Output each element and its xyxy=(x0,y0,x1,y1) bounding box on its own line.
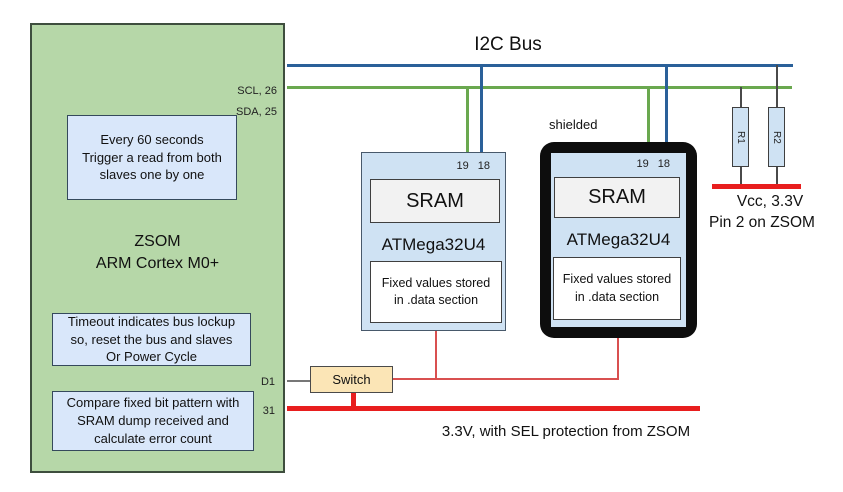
pin-31-label: 31 xyxy=(262,405,275,417)
zsom-note-timeout: Timeout indicates bus lockup so, reset t… xyxy=(52,313,251,366)
sda-bus-line xyxy=(287,86,792,89)
zsom-note-read: Every 60 seconds Trigger a read from bot… xyxy=(67,115,237,200)
slave2-note: Fixed values stored in .data section xyxy=(553,257,681,320)
slave2-shield: 19 18 SRAM ATMega32U4 Fixed values store… xyxy=(540,142,697,338)
slave2-name: ATMega32U4 xyxy=(566,230,671,249)
zsom-note-compare: Compare fixed bit pattern with SRAM dump… xyxy=(52,391,254,451)
scl-drop-slave2 xyxy=(665,64,668,143)
slave2-pins: 19 18 xyxy=(637,158,671,170)
r1-bottom-wire xyxy=(740,166,742,184)
vcc-rail-bar xyxy=(712,184,801,189)
resistor-r1: R1 xyxy=(732,107,749,167)
r2-top-wire xyxy=(776,65,778,107)
power-rail-line xyxy=(287,406,700,411)
i2c-bus-title: I2C Bus xyxy=(474,34,542,55)
slave2-sram-box: SRAM xyxy=(554,177,680,218)
shielded-label: shielded xyxy=(549,117,598,132)
sda-drop-slave2 xyxy=(647,86,650,143)
r1-label: R1 xyxy=(735,130,746,144)
slave1-pins: 19 18 xyxy=(457,160,491,172)
slave1-name: ATMega32U4 xyxy=(381,235,486,254)
slave2-pin-19: 19 xyxy=(636,158,649,170)
zsom-name: ZSOM xyxy=(134,233,181,250)
slave2-power-drop xyxy=(617,337,619,380)
slave1-pin-18: 18 xyxy=(477,160,490,172)
slave1-pin-19: 19 xyxy=(456,160,469,172)
d1-wire xyxy=(287,380,310,382)
slave1-note: Fixed values stored in .data section xyxy=(370,261,502,323)
slave1-sram-box: SRAM xyxy=(370,179,500,223)
slave1-power-drop xyxy=(435,331,437,380)
pin2-label: Pin 2 on ZSOM xyxy=(709,214,815,231)
scl-drop-slave1 xyxy=(480,64,483,152)
switch-output-line xyxy=(393,378,619,380)
slave1-block: 19 18 SRAM ATMega32U4 Fixed values store… xyxy=(361,152,506,331)
r2-label: R2 xyxy=(771,130,782,144)
r1-top-wire xyxy=(740,87,742,107)
zsom-cpu: ARM Cortex M0+ xyxy=(95,255,220,272)
power-switch: Switch xyxy=(310,366,393,393)
d1-pin-label: D1 xyxy=(260,376,275,388)
slave2-pin-18: 18 xyxy=(657,158,670,170)
scl-pin-label: SCL, 26 xyxy=(237,85,277,97)
r2-bottom-wire xyxy=(776,166,778,184)
vcc-label: Vcc, 3.3V xyxy=(736,193,804,210)
power-rail-label: 3.3V, with SEL protection from ZSOM xyxy=(441,423,691,440)
scl-bus-line xyxy=(287,64,793,67)
resistor-r2: R2 xyxy=(768,107,785,167)
zsom-block: SCL, 26 SDA, 25 Every 60 seconds Trigger… xyxy=(30,23,285,473)
slave2-block: 19 18 SRAM ATMega32U4 Fixed values store… xyxy=(551,153,686,327)
sda-drop-slave1 xyxy=(466,86,469,152)
sda-pin-label: SDA, 25 xyxy=(236,106,277,118)
switch-power-drop xyxy=(351,392,356,407)
